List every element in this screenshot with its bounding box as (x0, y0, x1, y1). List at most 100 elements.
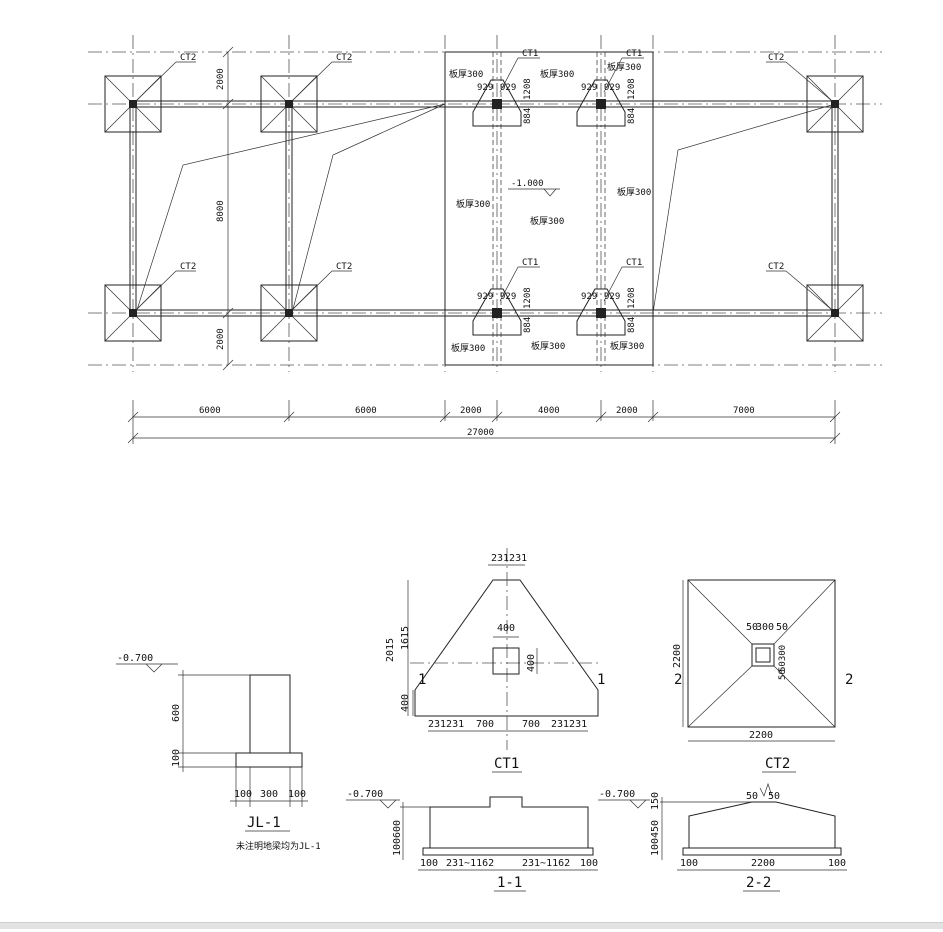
ct1-footing (576, 79, 626, 127)
section-1-1: -0.700 600 100 100 231~1162 231~1162 100… (346, 789, 598, 892)
ct1-400b: 400 (400, 694, 411, 712)
ct2-sec-mark: 2 (674, 672, 682, 688)
s11-bot-100: 100 (420, 858, 438, 869)
dim-929: 929 (500, 83, 516, 93)
dim-884: 884 (627, 108, 637, 124)
ct1-tag: CT1 (626, 49, 642, 59)
ct2-tag: CT2 (768, 262, 784, 272)
jl1-100: 100 (171, 749, 182, 767)
s22-level: -0.700 (599, 789, 635, 800)
ct2-footing (806, 284, 864, 342)
jl1-w100: 100 (288, 789, 306, 800)
dim-929: 929 (477, 292, 493, 302)
v-dim-2000: 2000 (216, 68, 226, 90)
horizontal-scrollbar[interactable] (0, 922, 943, 929)
dim-1208: 1208 (627, 287, 637, 309)
dim-884: 884 (627, 317, 637, 333)
ct2-title: CT2 (765, 756, 790, 772)
ct1-top: 231231 (491, 553, 527, 564)
s11-bot-range: 231~1162 (446, 858, 494, 869)
ct1-tag: CT1 (522, 258, 538, 268)
ct2-tag: CT2 (180, 262, 196, 272)
s22-450: 450 (650, 820, 661, 838)
jl1-detail: -0.700 600 100 100 300 100 JL-1 未注明地梁均为J… (116, 653, 321, 852)
ct1-1615: 1615 (400, 626, 411, 650)
jl1-note: 未注明地梁均为JL-1 (236, 840, 321, 852)
dim-929: 929 (604, 292, 620, 302)
ct1-footing (472, 288, 522, 336)
s22-100: 100 (650, 838, 661, 856)
slab-label: 板厚300 (607, 61, 641, 73)
v-dim-8000: 8000 (216, 200, 226, 222)
slab-label: 板厚300 (449, 68, 483, 80)
jl1-w300: 300 (260, 789, 278, 800)
dim-929: 929 (581, 83, 597, 93)
jl1-level: -0.700 (117, 653, 153, 664)
ct2-tag: CT2 (336, 53, 352, 63)
v-dim-2000: 2000 (216, 328, 226, 350)
ct1-sec-mark: 1 (597, 672, 605, 688)
dim-1208: 1208 (627, 78, 637, 100)
h-dim-2000: 2000 (616, 406, 638, 416)
dim-929: 929 (604, 83, 620, 93)
slab-label: 板厚300 (456, 198, 490, 210)
dim-884: 884 (523, 108, 533, 124)
ct1-tag: CT1 (626, 258, 642, 268)
s22-150: 150 (650, 792, 661, 810)
s22-title: 2-2 (746, 875, 771, 891)
slab-label: 板厚300 (531, 340, 565, 352)
dim-929: 929 (581, 292, 597, 302)
h-dim-2000: 2000 (460, 406, 482, 416)
ct2-tag: CT2 (180, 53, 196, 63)
ct1-footing (472, 79, 522, 127)
dim-1208: 1208 (523, 287, 533, 309)
ct2-h2200: 2200 (672, 644, 683, 668)
ct1-footing (576, 288, 626, 336)
ct2-top-50: 50 (776, 622, 788, 633)
ct1-bot-a: 231231 (428, 719, 464, 730)
slab-label: 板厚300 (610, 340, 644, 352)
h-dim-total: 27000 (467, 428, 494, 438)
ct1-h400: 400 (526, 654, 537, 672)
ct2-top-50: 50 (746, 622, 758, 633)
s22-bot-2200: 2200 (751, 858, 775, 869)
dim-884: 884 (523, 317, 533, 333)
s22-bot-100: 100 (680, 858, 698, 869)
ct1-bot-b: 231231 (551, 719, 587, 730)
slab-label: 板厚300 (530, 215, 564, 227)
s22-top-50: 50 (768, 791, 780, 802)
level-marker: -1.000 (508, 179, 560, 197)
ct1-sec-mark: 1 (418, 672, 426, 688)
s11-bot-range: 231~1162 (522, 858, 570, 869)
ct2-side: 50300 (778, 645, 788, 672)
s11-title: 1-1 (497, 875, 522, 891)
ct1-bot-700: 700 (522, 719, 540, 730)
slab-label: 板厚300 (540, 68, 574, 80)
dim-929: 929 (477, 83, 493, 93)
ct2-tag: CT2 (336, 262, 352, 272)
ct2-top-300: 300 (756, 622, 774, 633)
ct1-detail: 400 400 231231 2015 1615 400 1 1 231231 … (385, 548, 605, 773)
s11-bot-100: 100 (580, 858, 598, 869)
ct2-tag: CT2 (768, 53, 784, 63)
h-dim-4000: 4000 (538, 406, 560, 416)
s22-bot-100: 100 (828, 858, 846, 869)
foundation-plan: CT2 CT2 CT2 CT2 CT2 CT2 CT1 (88, 35, 882, 444)
ct1-2015: 2015 (385, 638, 396, 662)
s11-level: -0.700 (347, 789, 383, 800)
h-dim-6000: 6000 (355, 406, 377, 416)
ct1-dims-group: 929 929 929 929 929 929 929 929 1208 884… (477, 78, 637, 333)
jl1-w100: 100 (234, 789, 252, 800)
dim-929: 929 (500, 292, 516, 302)
jl1-title: JL-1 (247, 815, 281, 831)
s11-600: 600 (392, 820, 403, 838)
level-label: -1.000 (511, 179, 544, 189)
ct2-side2: 50 (778, 669, 788, 680)
ct2-footing (806, 75, 864, 133)
ct1-title: CT1 (494, 756, 519, 772)
ct1-tag: CT1 (522, 49, 538, 59)
jl1-600: 600 (171, 704, 182, 722)
h-dim-7000: 7000 (733, 406, 755, 416)
